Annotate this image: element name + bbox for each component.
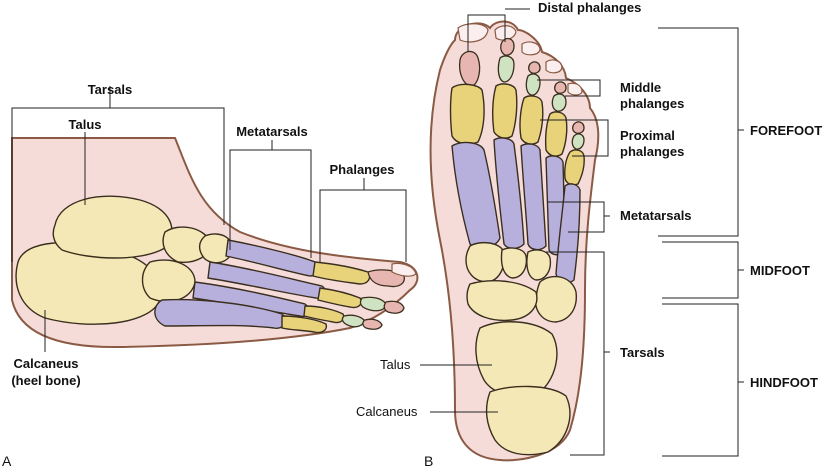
plantar-toenail-3 <box>521 41 541 56</box>
label-a-phalanges: Phalanges <box>329 162 394 177</box>
plantar-metatarsal-2 <box>493 137 525 250</box>
panel-b-letter: B <box>424 453 433 469</box>
plantar-metatarsal-5 <box>555 183 581 284</box>
lateral-middle-phalanx <box>359 296 387 312</box>
panel-a-letter: A <box>2 453 12 469</box>
plantar-cuneiform-1 <box>465 241 506 283</box>
lateral-proximal-phalanx-3 <box>303 305 345 324</box>
lateral-talus-bone <box>52 195 173 259</box>
label-b-distal-phalanges: Distal phalanges <box>538 0 641 15</box>
plantar-cuboid <box>535 275 577 323</box>
plantar-proximal-phalanx-2 <box>491 83 518 139</box>
plantar-proximal-phalanx-5 <box>564 149 585 186</box>
lateral-metatarsal-5 <box>154 298 287 329</box>
lateral-cuneiform-bone <box>198 233 234 264</box>
lateral-proximal-phalanx-2 <box>317 287 362 309</box>
plantar-calcaneus <box>485 385 571 456</box>
plantar-distal-phalanx-2 <box>500 37 515 56</box>
label-b-middle-phalanges-2: phalanges <box>620 96 684 111</box>
lateral-cuboid-bone <box>141 259 196 303</box>
label-b-middle-phalanges-1: Middle <box>620 80 661 95</box>
label-b-calcaneus: Calcaneus <box>356 404 418 419</box>
plantar-distal-phalanx-5 <box>572 121 585 134</box>
label-a-metatarsals: Metatarsals <box>236 124 308 139</box>
plantar-metatarsal-3 <box>520 143 547 251</box>
plantar-proximal-phalanx-4 <box>544 111 568 157</box>
plantar-proximal-phalanx-1 <box>449 83 485 145</box>
lateral-navicular-bone <box>162 226 211 263</box>
label-b-proximal-phalanges-2: phalanges <box>620 144 684 159</box>
lateral-distal-phalanx-2 <box>383 300 405 314</box>
plantar-middle-phalanx-4 <box>551 93 567 112</box>
panel-b-leaders <box>420 8 744 457</box>
label-region-midfoot: MIDFOOT <box>750 263 810 278</box>
label-a-calcaneus: Calcaneus <box>13 356 78 371</box>
label-a-tarsals: Tarsals <box>88 82 133 97</box>
plantar-distal-phalanx-3 <box>528 61 541 74</box>
label-region-forefoot: FOREFOOT <box>750 123 822 138</box>
label-b-metatarsals: Metatarsals <box>620 208 692 223</box>
plantar-toenail-4 <box>545 59 563 74</box>
lateral-toenail <box>391 262 417 277</box>
label-a-heel-bone: (heel bone) <box>11 373 80 388</box>
plantar-middle-phalanx-5 <box>571 133 585 150</box>
plantar-middle-phalanx-3 <box>525 73 541 96</box>
lateral-middle-phalanx-b <box>341 314 365 328</box>
plantar-toenail-5 <box>567 82 583 96</box>
plantar-toenail-1 <box>457 23 489 43</box>
panel-a-leaders <box>11 86 407 352</box>
plantar-cuneiform-2 <box>500 247 528 279</box>
lateral-proximal-phalanx-5 <box>281 315 328 334</box>
plantar-navicular <box>466 280 538 322</box>
label-region-hindfoot: HINDFOOT <box>750 375 818 390</box>
plantar-proximal-phalanx-3 <box>519 95 544 145</box>
label-b-tarsals: Tarsals <box>620 345 665 360</box>
plantar-metatarsal-1 <box>451 141 501 249</box>
plantar-middle-phalanx-2 <box>497 55 515 83</box>
panel-a-lateral-view <box>11 137 419 349</box>
plantar-distal-phalanx-1 <box>458 50 481 87</box>
label-b-talus: Talus <box>380 357 411 372</box>
lateral-proximal-phalanx-1 <box>312 261 371 285</box>
plantar-distal-phalanx-4 <box>554 81 567 94</box>
lateral-distal-phalanx-3 <box>362 318 383 330</box>
label-a-talus: Talus <box>69 117 102 132</box>
panel-b-plantar-view <box>429 20 600 462</box>
plantar-cuneiform-3 <box>526 249 552 281</box>
plantar-talus <box>475 321 558 397</box>
label-b-proximal-phalanges-1: Proximal <box>620 128 675 143</box>
